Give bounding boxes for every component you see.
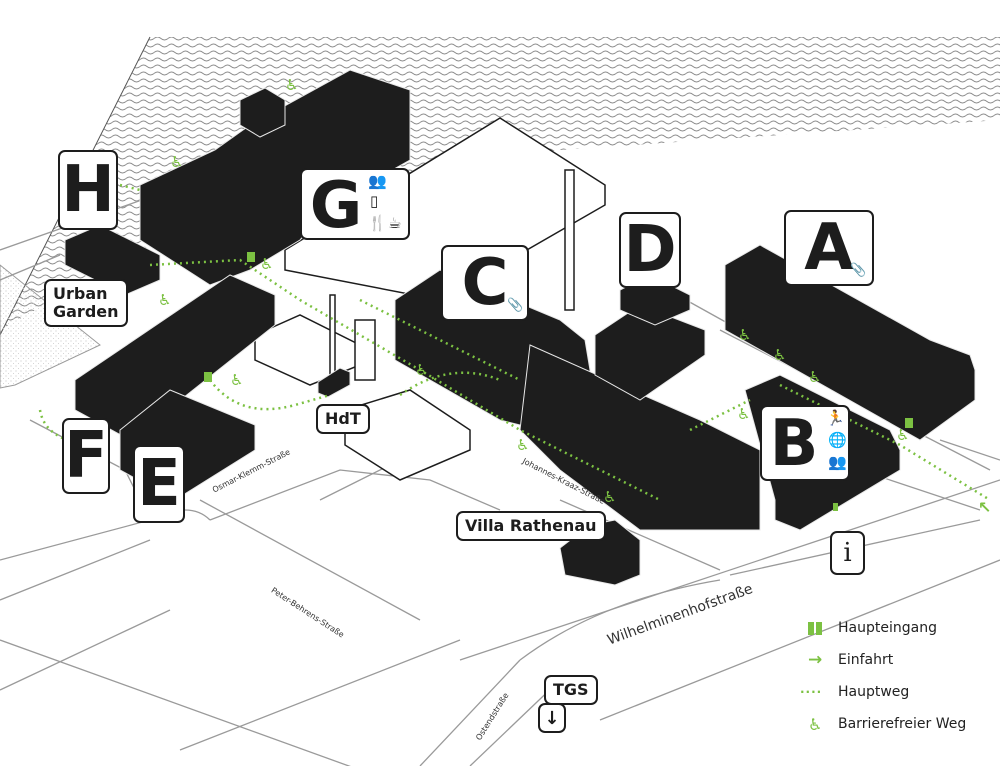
building-letter: F [64, 419, 108, 493]
building-letter: H [61, 153, 115, 227]
legend-label: Hauptweg [838, 684, 910, 700]
wheelchair-icon: ♿ [603, 488, 617, 506]
legend-item-main-path: ···· Hauptweg [800, 676, 966, 708]
info-point-label[interactable]: i [830, 531, 865, 575]
urban-garden-line2: Garden [53, 302, 119, 321]
legend-item-main-entrance: Haupteingang [808, 612, 966, 644]
urban-garden-label[interactable]: Urban Garden [44, 279, 128, 327]
wheelchair-icon: ♿ [773, 346, 787, 364]
wheelchair-icon: ♿ [260, 255, 274, 273]
arrow-down-icon: ↓ [544, 707, 560, 729]
main-entrance-icon [808, 621, 838, 635]
hdt-text: HdT [325, 409, 361, 428]
wheelchair-icon: ♿ [158, 291, 172, 309]
wheelchair-icon: ♿ [808, 368, 822, 386]
wheelchair-icon: ♿ [415, 361, 429, 379]
villa-rathenau-label[interactable]: Villa Rathenau [456, 511, 606, 541]
legend-label: Haupteingang [838, 620, 937, 636]
tgs-direction-box: ↓ [538, 703, 566, 733]
building-label-h[interactable]: H [58, 150, 118, 230]
building-label-g[interactable]: G 👥 ▯ 🍴 ☕ [300, 168, 410, 240]
runner-icon: 🏃 [826, 409, 845, 427]
legend-item-driveway: → Einfahrt [808, 644, 966, 676]
legend-label: Einfahrt [838, 652, 894, 668]
arrow-right-icon: → [808, 650, 823, 670]
legend-item-accessible-path: ♿ Barrierefreier Weg [808, 708, 966, 740]
building-label-d[interactable]: D [619, 212, 681, 288]
outline-buildings [254, 117, 606, 481]
paperclip-icon: 📎 [850, 263, 867, 278]
wheelchair-icon: ♿ [170, 153, 184, 171]
building-label-b[interactable]: B 🏃 🌐 👥 [760, 405, 850, 481]
building-label-f[interactable]: F [62, 418, 110, 494]
info-icon: i [843, 538, 852, 568]
paperclip-icon: 📎 [507, 298, 524, 313]
wheelchair-icon: ♿ [808, 714, 823, 734]
dotted-line-icon: ···· [800, 685, 823, 699]
cutlery-icon: 🍴 [368, 214, 387, 232]
building-letter: E [137, 447, 181, 521]
building-label-c[interactable]: C 📎 [441, 245, 529, 321]
main-entrance-marker [833, 503, 838, 511]
building-f-shape [74, 274, 276, 441]
main-entrance-marker [247, 252, 255, 262]
locker-icon: ▯ [370, 192, 379, 210]
building-letter: A [804, 211, 854, 285]
wheelchair-icon: ♿ [896, 426, 910, 444]
main-entrance-marker [204, 372, 212, 382]
building-letter: C [461, 246, 509, 320]
wheelchair-icon: ♿ [516, 436, 530, 454]
building-label-a[interactable]: A 📎 [784, 210, 874, 286]
villa-rathenau-text: Villa Rathenau [465, 516, 597, 535]
tgs-label[interactable]: TGS [544, 675, 598, 705]
map-legend: Haupteingang → Einfahrt ···· Hauptweg ♿ … [800, 612, 966, 740]
coffee-icon: ☕ [388, 214, 402, 232]
tgs-text: TGS [553, 680, 589, 699]
building-letter: D [623, 213, 677, 287]
audience-icon: 👥 [368, 172, 387, 190]
building-label-e[interactable]: E [133, 445, 185, 523]
wheelchair-icon: ♿ [738, 326, 752, 344]
main-entrance-marker [905, 418, 913, 428]
globe-icon: 🌐 [828, 431, 847, 449]
urban-garden-line1: Urban [53, 284, 108, 303]
building-letter: G [309, 169, 363, 243]
hdt-label[interactable]: HdT [316, 404, 370, 434]
main-paths [38, 183, 991, 502]
driveway-arrow-icon: ↖ [978, 498, 992, 517]
legend-label: Barrierefreier Weg [838, 716, 967, 732]
building-letter: B [769, 407, 819, 481]
people-table-icon: 👥 [828, 453, 847, 471]
wheelchair-icon: ♿ [737, 405, 751, 423]
wheelchair-icon: ♿ [285, 76, 299, 94]
wheelchair-icon: ♿ [230, 371, 244, 389]
